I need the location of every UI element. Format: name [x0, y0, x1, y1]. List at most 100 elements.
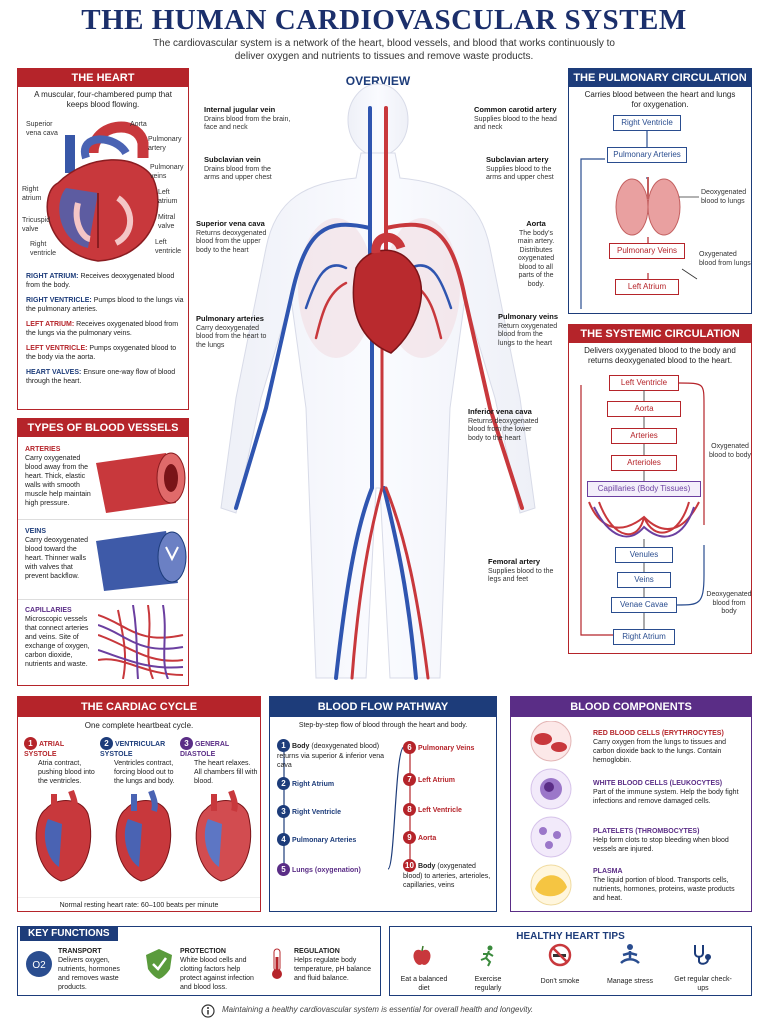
pulmonary-panel: THE PULMONARY CIRCULATION Carries blood …: [568, 68, 752, 314]
heart-intro: A muscular, four-chambered pump that kee…: [34, 90, 172, 109]
svg-text:O2: O2: [32, 960, 46, 971]
systemic-box-arterioles: Arterioles: [611, 455, 677, 471]
heart-item: HEART VALVES: Ensure one-way flow of blo…: [26, 369, 176, 385]
component-item: WHITE BLOOD CELLS (LEUKOCYTES)Part of th…: [593, 780, 739, 805]
pulmonary-box-pulmonary-arteries: Pulmonary Arteries: [607, 147, 687, 163]
shield-icon: [146, 949, 172, 979]
pathway-step: 2 Right Atrium: [277, 777, 387, 790]
tip-label: Get regular check-ups: [674, 976, 732, 992]
pathway-step: 6 Pulmonary Veins: [403, 741, 495, 754]
component-item: RED BLOOD CELLS (ERYTHROCYTES)Carry oxyg…: [593, 730, 727, 764]
heart-label-right-ventricle: Right ventricle: [30, 241, 57, 257]
pathway-header: BLOOD FLOW PATHWAY: [270, 697, 496, 717]
pathway-step: 8 Left Ventricle: [403, 803, 495, 816]
pathway-step: 1 Body (deoxygenated blood) returns via …: [277, 739, 384, 769]
meditation-icon: [620, 944, 640, 964]
heart-item: LEFT ATRIUM: Receives oxygenated blood f…: [26, 321, 179, 337]
cycle-header: THE CARDIAC CYCLE: [18, 697, 260, 717]
pathway-step: 10 Body (oxygenated blood) to arteries, …: [403, 859, 491, 889]
systemic-panel: THE SYSTEMIC CIRCULATION Delivers oxygen…: [568, 324, 752, 654]
heart-label-svc: Superior vena cava: [26, 121, 58, 137]
artery-illustration: [96, 452, 186, 513]
pulmonary-note-deoxygenated: Deoxygenated blood to lungs: [701, 189, 747, 205]
heart-item: LEFT VENTRICLE: Pumps oxygenated blood t…: [26, 345, 177, 361]
systemic-note-deoxygenated: Deoxygenated blood from body: [706, 591, 752, 615]
heart-label-aorta: Aorta: [130, 121, 147, 128]
tip-label: Exercise regularly: [474, 976, 502, 992]
heart-label-mitral: Mitral valve: [158, 214, 176, 230]
tip-label: Eat a balanced diet: [400, 976, 448, 992]
tip-label: Manage stress: [607, 978, 653, 985]
capillary-illustration: [98, 605, 184, 679]
pulmonary-intro: Carries blood between the heart and lung…: [584, 90, 736, 109]
cycle-footer: Normal resting heart rate: 60–100 beats …: [18, 897, 260, 910]
heart-item: RIGHT ATRIUM: Receives deoxygenated bloo…: [26, 273, 175, 289]
heart-header: THE HEART: [18, 69, 188, 87]
stethoscope-icon: [694, 945, 711, 965]
systemic-header: THE SYSTEMIC CIRCULATION: [569, 325, 751, 343]
page-subtitle: The cardiovascular system is a network o…: [153, 38, 615, 62]
pulmonary-box-pulmonary-veins: Pulmonary Veins: [609, 243, 685, 259]
systemic-note-oxygenated: Oxygenated blood to body: [708, 443, 752, 459]
body-circulation-illustration: [220, 83, 536, 680]
pathway-step: 3 Right Ventricle: [277, 805, 387, 818]
heart-label-left-ventricle: Left ventricle: [155, 239, 182, 255]
cycle-intro: One complete heartbeat cycle.: [84, 721, 194, 730]
component-item: PLATELETS (THROMBOCYTES)Help form clots …: [593, 828, 729, 853]
systemic-box-venae-cavae: Venae Cavae: [611, 597, 677, 613]
heart-label-tricuspid: Tricuspid valve: [22, 217, 51, 233]
heart-label-pulmonary-artery: Pulmonary artery: [148, 136, 182, 152]
systemic-box-veins: Veins: [617, 572, 671, 588]
systemic-box-capillaries: Capillaries (Body Tissues): [587, 481, 701, 497]
heart-cross-section-illustration: [46, 121, 159, 262]
capillary-network-illustration: [588, 501, 700, 538]
tip-label: Don't smoke: [540, 978, 580, 985]
page-footer: Maintaining a healthy cardiovascular sys…: [222, 1005, 534, 1014]
systemic-box-arteries: Arteries: [611, 428, 677, 444]
pathway-step: 9 Aorta: [403, 831, 495, 844]
cardiac-cycle-panel: THE CARDIAC CYCLE One complete heartbeat…: [17, 696, 261, 912]
pulmonary-box-right-ventricle: Right Ventricle: [613, 115, 681, 131]
blood-cell-illustrations: [530, 721, 572, 906]
heart-label-right-atrium: Right atrium: [22, 186, 42, 202]
overview-header: OVERVIEW: [345, 74, 411, 88]
systemic-arrows: [580, 382, 705, 636]
pulmonary-note-oxygenated: Oxygenated blood from lungs: [699, 251, 751, 267]
systemic-box-aorta: Aorta: [607, 401, 681, 417]
systemic-box-venules: Venules: [615, 547, 673, 563]
vessels-header: TYPES OF BLOOD VESSELS: [18, 419, 188, 437]
heart-chamber-list: RIGHT ATRIUM: Receives deoxygenated bloo…: [26, 272, 186, 386]
vein-illustration: [96, 531, 187, 591]
cardiac-cycle-hearts: [35, 789, 252, 882]
page-title: THE HUMAN CARDIOVASCULAR SYSTEM: [81, 4, 687, 36]
functions-header: KEY FUNCTIONS: [20, 926, 118, 941]
apple-icon: [413, 945, 431, 965]
pathway-intro: Step-by-step flow of blood through the h…: [298, 722, 468, 729]
tips-header: HEALTHY HEART TIPS: [516, 931, 625, 942]
thermometer-icon: [272, 948, 282, 979]
pulmonary-box-left-atrium: Left Atrium: [615, 279, 679, 295]
heart-item: RIGHT VENTRICLE: Pumps blood to the lung…: [26, 297, 184, 313]
